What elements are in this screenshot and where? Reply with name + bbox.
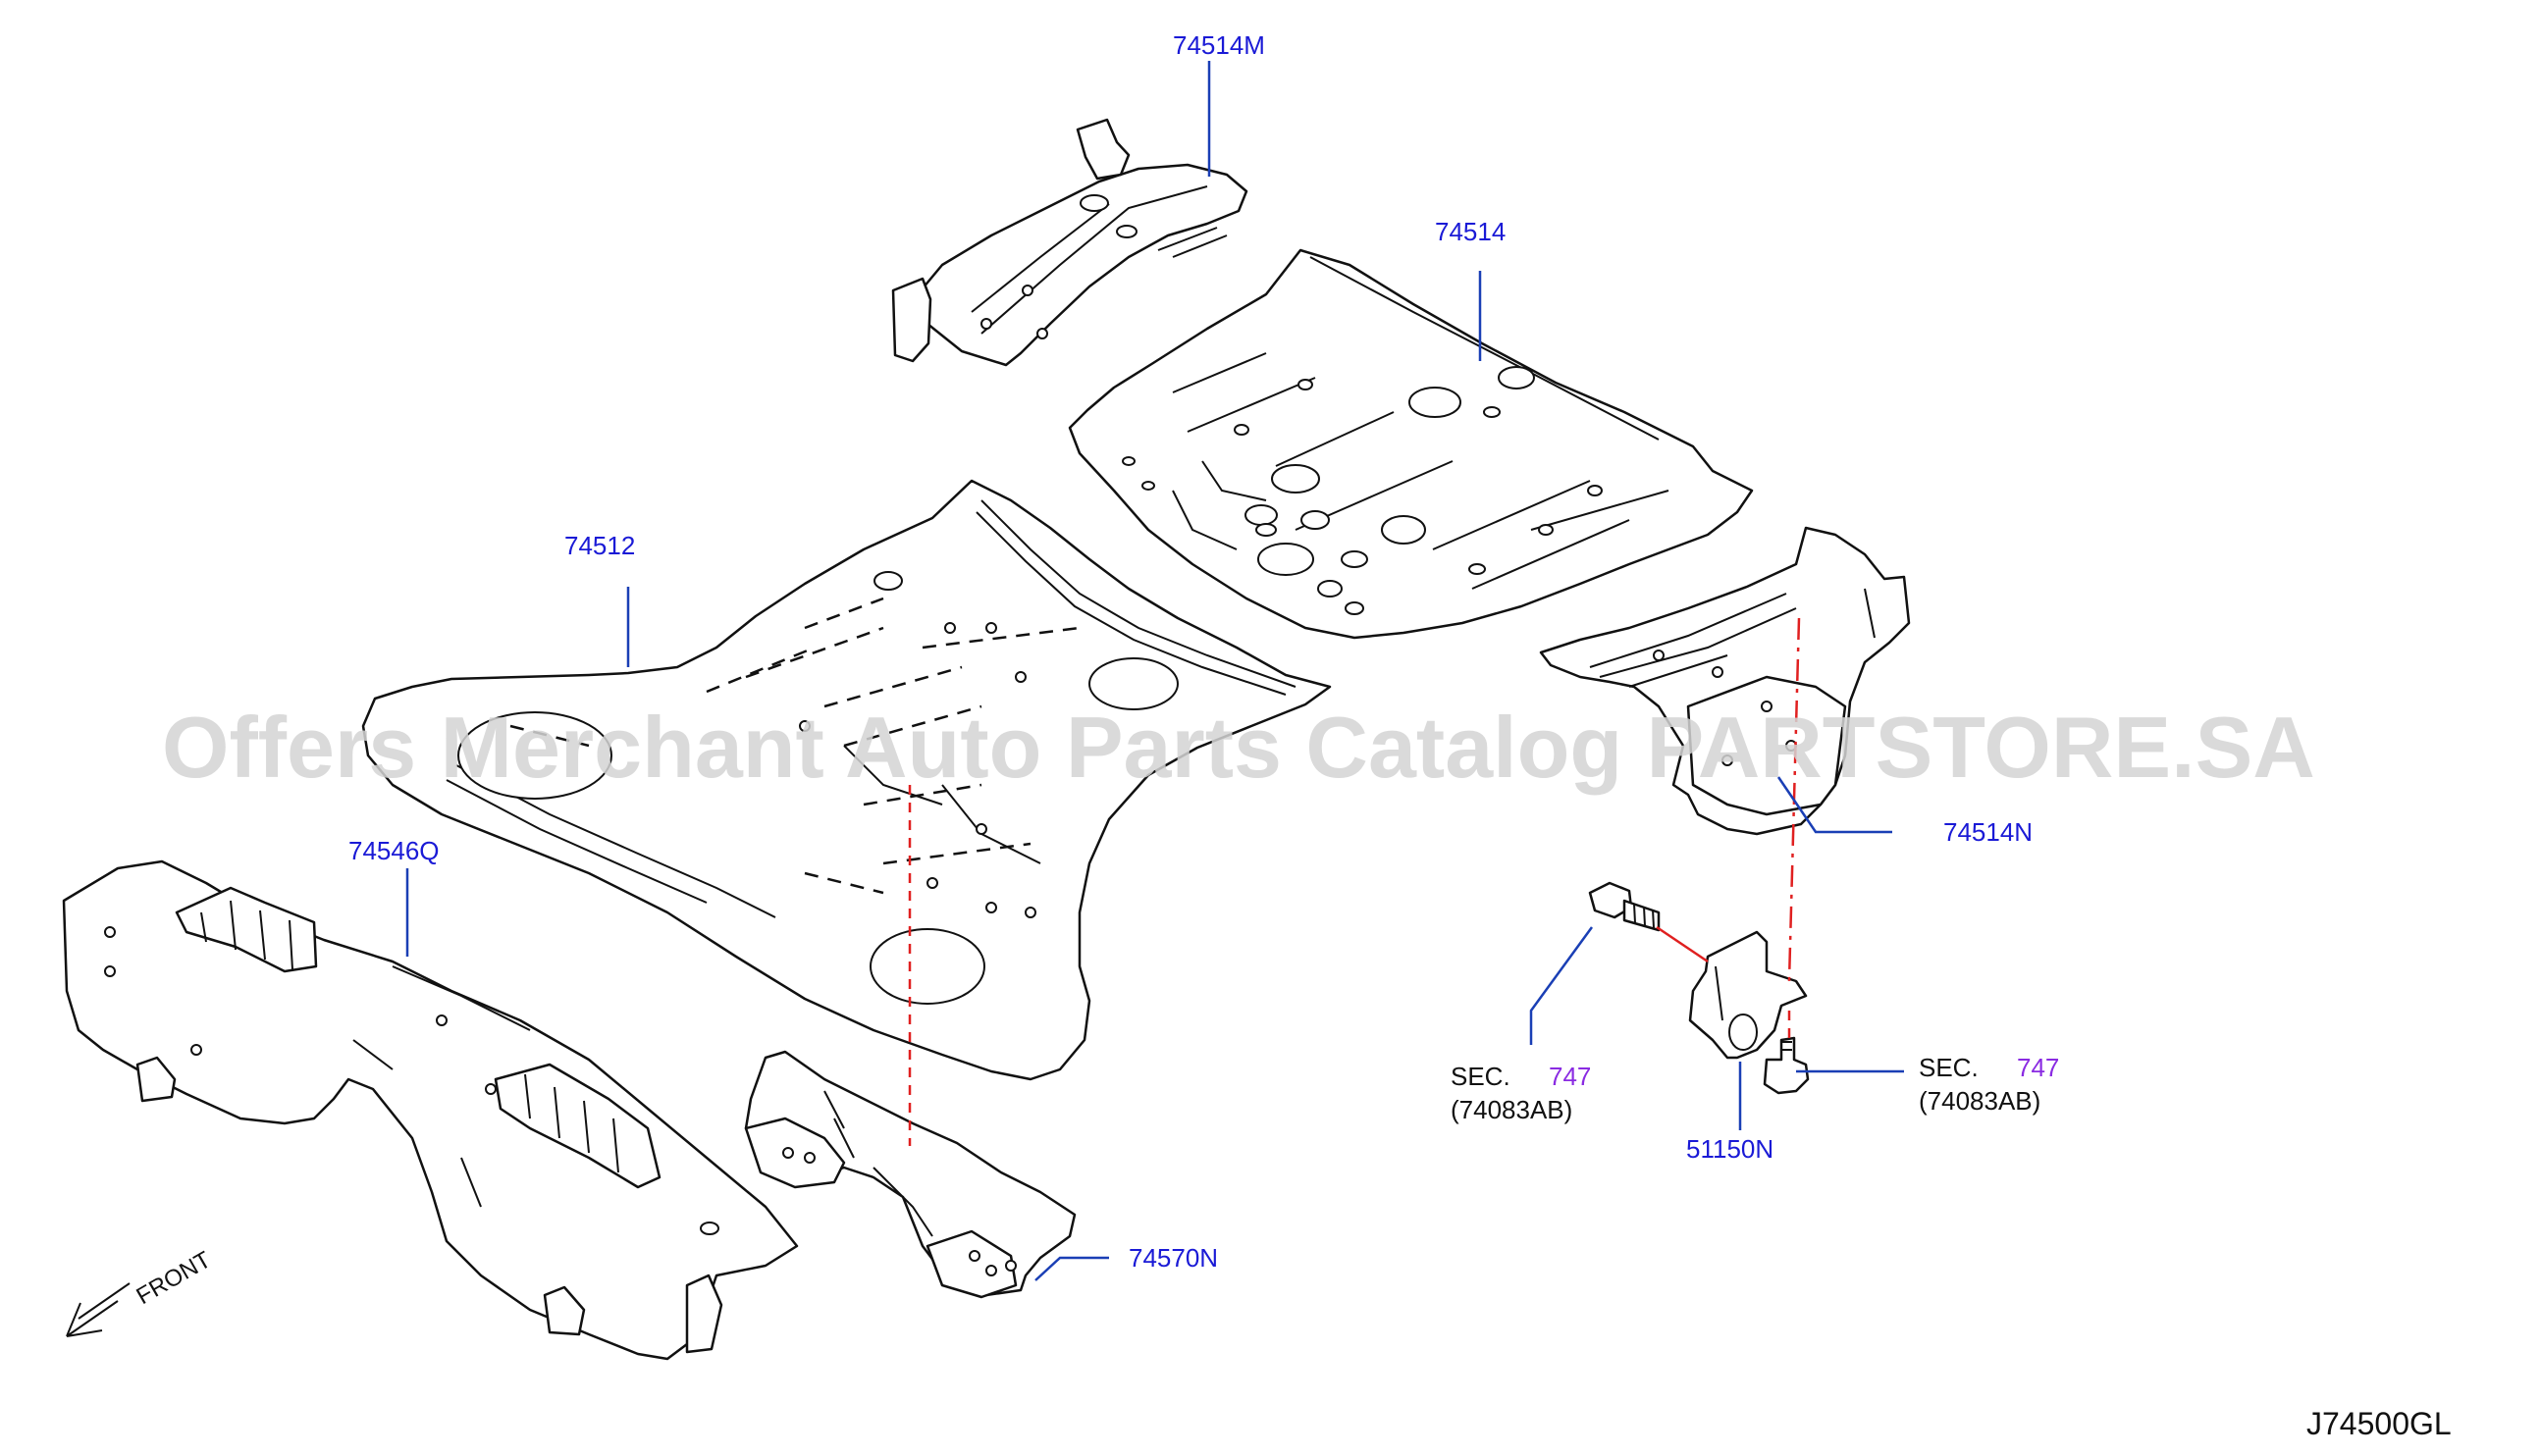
leader-lines [405,61,1904,1281]
bolt-left-drawing [1588,881,1661,932]
part-74512-drawing [361,479,1332,1081]
part-74546Q-drawing [62,859,799,1361]
section-ref-left-code: (74083AB) [1451,1095,1572,1124]
front-indicator: FRONT [66,1246,216,1337]
part-74514M-drawing [891,118,1248,367]
label-74514N: 74514N [1943,817,2033,847]
diagram-code: J74500GL [2306,1406,2452,1441]
part-51150N-drawing [1688,930,1808,1060]
bolt-right-drawing [1763,1036,1810,1095]
section-ref-right-number: 747 [2017,1053,2059,1082]
section-ref-left-prefix: SEC. [1451,1062,1510,1091]
part-74514N-drawing [1539,526,1911,836]
front-arrow-icon [66,1282,131,1337]
section-ref-left: SEC. 747 (74083AB) [1451,1062,1591,1124]
section-ref-right-prefix: SEC. [1919,1053,1979,1082]
front-label: FRONT [132,1246,216,1310]
section-ref-right-code: (74083AB) [1919,1086,2040,1116]
part-74570N-drawing [744,1050,1077,1299]
label-74512: 74512 [564,531,635,560]
label-74546Q: 74546Q [348,836,440,865]
label-74570N: 74570N [1129,1243,1218,1273]
section-ref-left-number: 747 [1549,1062,1591,1091]
section-ref-right: SEC. 747 (74083AB) [1919,1053,2059,1116]
label-74514M: 74514M [1173,30,1265,60]
label-51150N: 51150N [1686,1134,1773,1164]
part-74514-drawing [1068,248,1754,640]
label-74514: 74514 [1435,217,1506,246]
watermark-text: Offers Merchant Auto Parts Catalog PARTS… [162,699,2315,796]
